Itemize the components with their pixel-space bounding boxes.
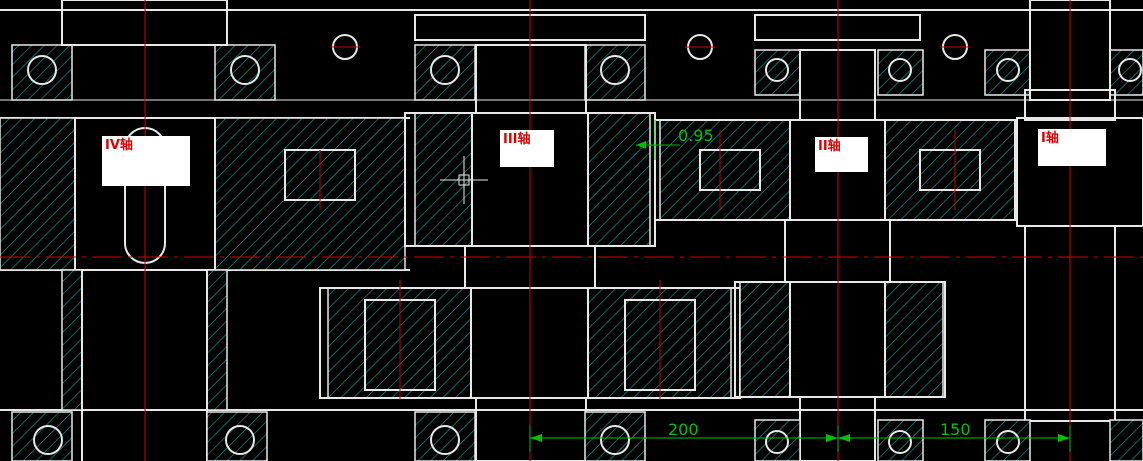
shaft-4-assembly — [0, 117, 406, 461]
shaft-4-label: IV轴 — [102, 136, 190, 186]
dimension-span-left-value: 200 — [668, 420, 699, 439]
shaft-1-label-text: I轴 — [1041, 131, 1059, 146]
shaft-3-label-text: III轴 — [503, 132, 531, 147]
bearing-row-top — [11, 0, 1143, 101]
shaft-3-label: III轴 — [500, 130, 554, 167]
dimension-gap-value: 0.95 — [678, 126, 714, 145]
shaft-4-label-text: IV轴 — [105, 138, 133, 153]
shaft-2-label-text: II轴 — [818, 139, 841, 154]
dimension-gap: 0.95 — [636, 120, 714, 160]
crosshair-cursor-icon — [440, 156, 488, 204]
shaft-2-label: II轴 — [815, 137, 868, 172]
bearing-row-bottom — [11, 411, 1143, 461]
shaft-2-assembly — [654, 49, 1016, 461]
dimension-span-right-value: 150 — [940, 420, 971, 439]
shaft-1-label: I轴 — [1038, 129, 1106, 166]
dimension-span: 200 150 — [529, 420, 1071, 452]
